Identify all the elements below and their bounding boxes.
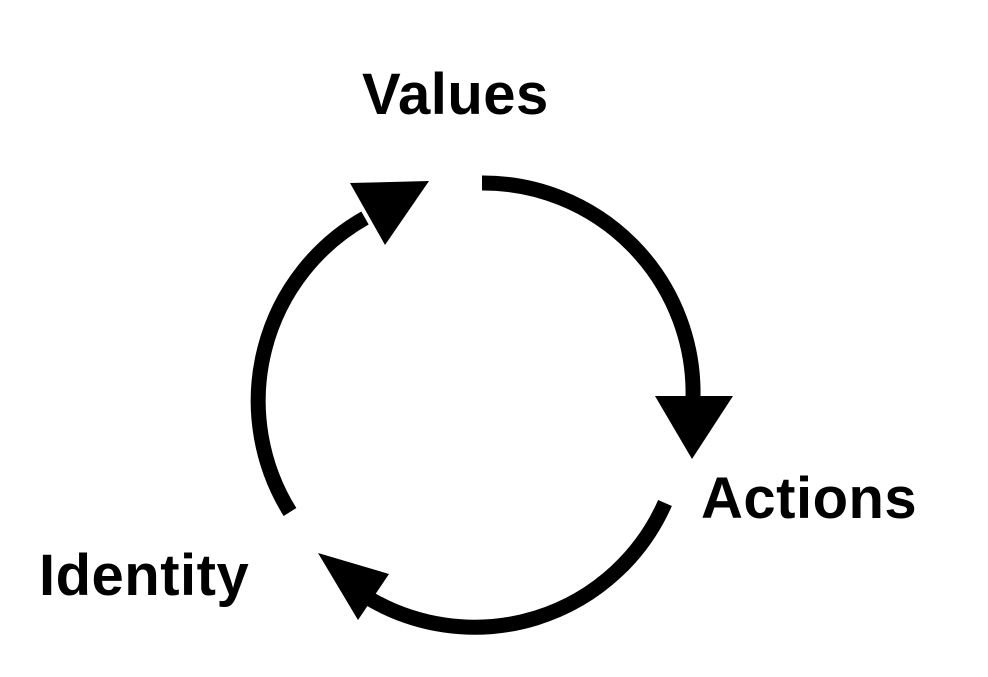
node-values-label: Values [362,62,549,127]
arrowhead-values [350,181,429,245]
edge-identity-to-values [250,211,369,516]
node-identity-label: Identity [39,543,250,608]
node-actions-label: Actions [701,466,918,531]
arrowhead-actions [655,396,733,459]
arrowhead-identity [318,553,389,620]
edge-values-to-actions [481,175,701,399]
edge-actions-to-identity [361,499,672,635]
